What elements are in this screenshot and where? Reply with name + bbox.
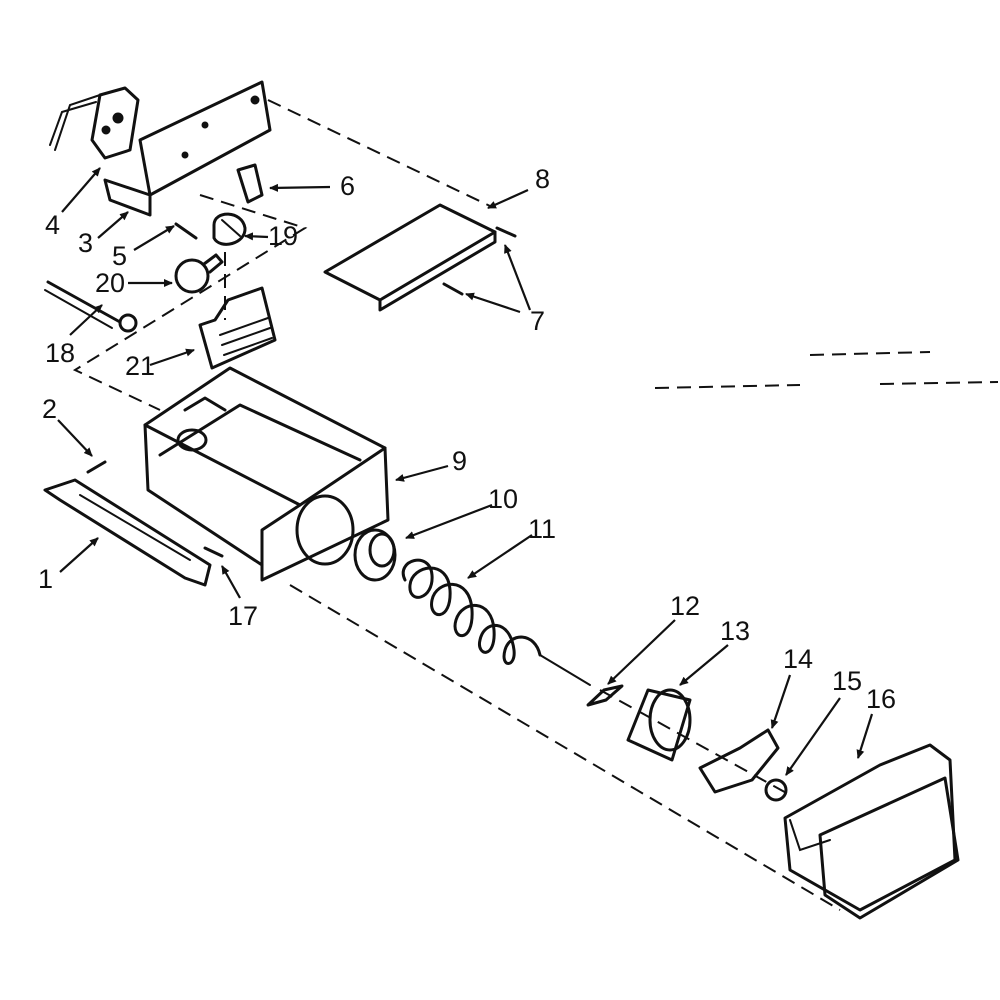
part-8-cover [323, 203, 497, 312]
callout-15: 15 [832, 666, 862, 696]
part-21-switch [198, 286, 277, 370]
callout-6: 6 [340, 171, 355, 201]
part-2-screw [86, 460, 107, 474]
callout-2: 2 [42, 394, 57, 424]
part-6-clip [236, 163, 264, 204]
callout-5: 5 [112, 241, 127, 271]
callout-14: 14 [783, 644, 813, 674]
part-4-motor [49, 86, 140, 160]
callout-17: 17 [228, 601, 258, 631]
callout-4: 4 [45, 210, 60, 240]
callout-18: 18 [45, 338, 75, 368]
part-18-harness [44, 280, 138, 333]
callout-13: 13 [720, 616, 750, 646]
callout-1: 1 [38, 564, 53, 594]
part-14-bracket [698, 728, 780, 794]
callout-20: 20 [95, 268, 125, 298]
callout-12: 12 [670, 591, 700, 621]
part-10-bearing [353, 528, 397, 582]
callout-11: 11 [528, 514, 556, 544]
alignment-lines [72, 99, 999, 911]
part-9-housing [143, 366, 390, 582]
part-5-screw [174, 222, 198, 240]
part-12-blade [586, 684, 624, 707]
callout-7: 7 [530, 306, 545, 336]
part-11-spring [401, 558, 591, 686]
part-7-screw-a [495, 226, 517, 238]
part-17-screw [203, 546, 224, 558]
callout-3: 3 [78, 228, 93, 258]
part-20-bulb [174, 253, 224, 294]
callout-9: 9 [452, 446, 467, 476]
callout-10: 10 [488, 484, 518, 514]
part-3-mounting-plate [103, 80, 272, 217]
part-7-screw-b [442, 282, 464, 296]
callout-19: 19 [268, 221, 298, 251]
callout-labels: 1 2 3 4 5 6 7 8 9 10 11 12 13 14 15 16 1… [38, 164, 896, 714]
callout-8: 8 [535, 164, 550, 194]
part-1-bracket [43, 478, 212, 587]
callout-16: 16 [866, 684, 896, 714]
part-19-socket [212, 212, 247, 246]
part-16-chute [783, 743, 960, 920]
leader-lines [57, 167, 874, 776]
part-13-crusher [626, 688, 692, 762]
part-15-nut [764, 778, 788, 802]
callout-21: 21 [125, 351, 155, 381]
